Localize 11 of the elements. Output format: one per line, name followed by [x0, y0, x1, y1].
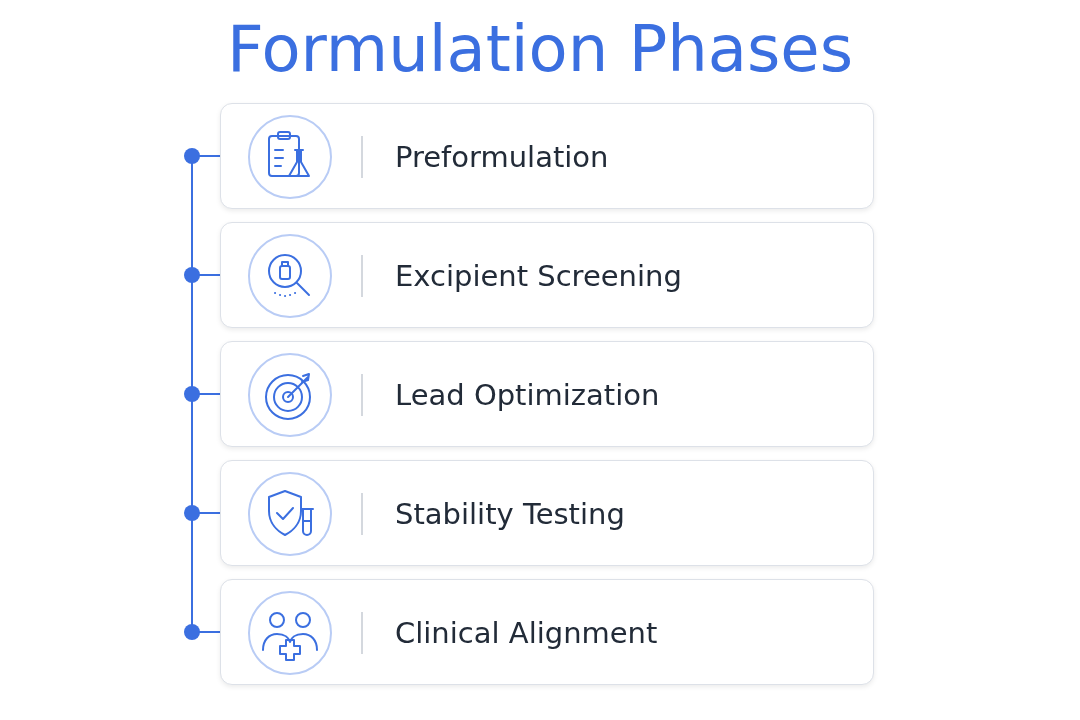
phase-card [220, 103, 874, 209]
phase-card [220, 579, 874, 685]
phase-label: Clinical Alignment [395, 615, 658, 652]
phase-label: Lead Optimization [395, 377, 660, 414]
phase-label: Preformulation [395, 139, 609, 176]
phase-card [220, 341, 874, 447]
phase-label: Stability Testing [395, 496, 625, 533]
phase-card [220, 460, 874, 566]
title: Formulation Phases [225, 12, 855, 86]
phase-card [220, 222, 874, 328]
phase-label: Excipient Screening [395, 258, 682, 295]
